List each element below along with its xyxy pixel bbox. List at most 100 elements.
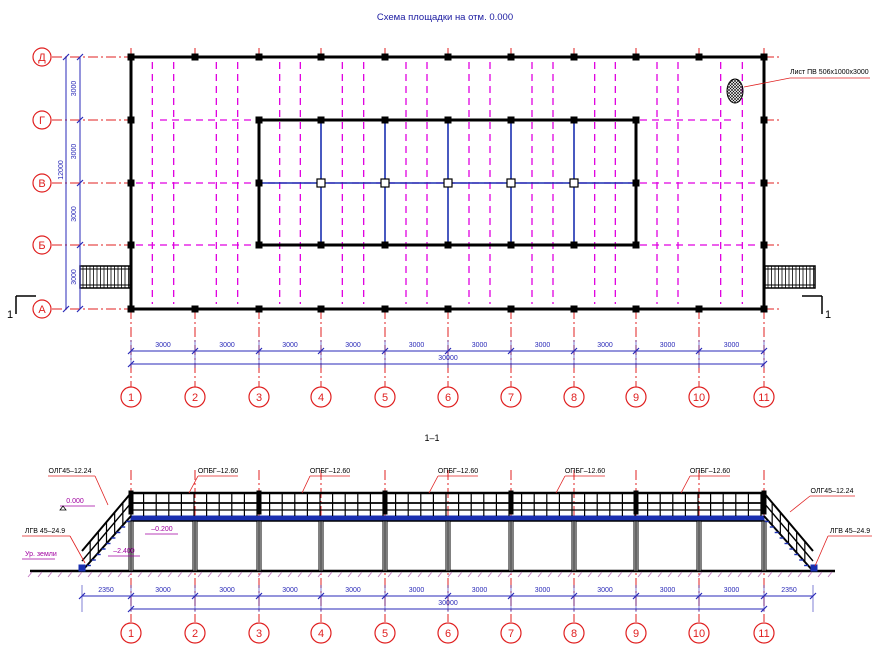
railing-label-0: ОПБГ–12.60: [198, 468, 238, 475]
ground-hatch: [217, 571, 223, 578]
column-mark: [381, 305, 389, 313]
ground-hatch: [327, 571, 333, 578]
ground-label: Ур. земли: [25, 551, 57, 558]
col-axis-4-circle: [374, 386, 396, 408]
column-mark: [570, 116, 578, 124]
dim-tick: [76, 305, 84, 313]
column-mark: [507, 241, 515, 249]
ground-hatch: [677, 571, 683, 578]
sec-col-dim-3: 3000: [345, 587, 361, 594]
col-axis-3-label: 4: [318, 392, 324, 404]
col-axis-1-label: 2: [192, 392, 198, 404]
railing-stanchion: [128, 490, 134, 515]
level-marker: [59, 505, 67, 511]
row-axis-3-label: Б: [38, 240, 45, 252]
ground-hatch: [437, 571, 443, 578]
ground-hatch: [87, 571, 93, 578]
column-mark: [191, 305, 199, 313]
column-mark: [760, 305, 768, 313]
ground-hatch: [47, 571, 53, 578]
row-axis-3-circle: [32, 235, 52, 255]
col-dim-4: 3000: [409, 342, 425, 349]
sec-col-dim-2: 3000: [282, 587, 298, 594]
ground-hatch: [207, 571, 213, 578]
col-axis-5-label: 6: [445, 392, 451, 404]
col-dim-0: 3000: [155, 342, 171, 349]
row-dim-3: 3000: [71, 269, 78, 285]
ground-hatch: [97, 571, 103, 578]
stair-left: [78, 492, 132, 572]
column-mark: [507, 116, 515, 124]
ground-hatch: [547, 571, 553, 578]
col-axis-4-label: 5: [382, 392, 388, 404]
ground-hatch: [487, 571, 493, 578]
column-mark: [317, 53, 325, 61]
railing-stanchion: [633, 490, 639, 515]
ground-hatch: [707, 571, 713, 578]
center-column: [443, 178, 453, 188]
center-column: [380, 178, 390, 188]
col-axis-10-circle: [753, 386, 775, 408]
stair-left-label: ОЛГ45–12.24: [49, 468, 92, 475]
sec-col-axis-7-label: 8: [571, 628, 577, 640]
column-mark: [632, 305, 640, 313]
column-mark: [507, 305, 515, 313]
leader-line: [743, 77, 791, 88]
col-axis-6-circle: [500, 386, 522, 408]
column-mark: [127, 53, 135, 61]
ground-hatch: [157, 571, 163, 578]
ground-hatch: [727, 571, 733, 578]
ground-hatch: [257, 571, 263, 578]
col-axis-2-label: 3: [256, 392, 262, 404]
column-mark: [570, 305, 578, 313]
ground-hatch: [587, 571, 593, 578]
ladder-left-label: ЛГВ 45–24.9: [25, 528, 65, 535]
column-mark: [444, 53, 452, 61]
dim-tick: [62, 53, 70, 61]
sec-col-dim-4: 3000: [409, 587, 425, 594]
ground-hatch: [337, 571, 343, 578]
row-axis-4-circle: [32, 299, 52, 319]
column-mark: [760, 53, 768, 61]
railing-label-4: ОПБГ–12.60: [690, 468, 730, 475]
ground-hatch: [297, 571, 303, 578]
level-mid: –0.200: [151, 526, 173, 533]
ground-hatch: [637, 571, 643, 578]
column-mark: [632, 241, 640, 249]
ground-hatch: [467, 571, 473, 578]
dim-tick: [76, 116, 84, 124]
leader-line: [69, 535, 86, 564]
stair-right-label: ОЛГ45–12.24: [811, 488, 854, 495]
ground-hatch: [567, 571, 573, 578]
column-mark: [760, 116, 768, 124]
section-title: 1–1: [424, 433, 439, 443]
ground-hatch: [797, 571, 803, 578]
sec-col-axis-3-circle: [310, 622, 332, 644]
sec-col-axis-2-circle: [248, 622, 270, 644]
railing-label-3: ОПБГ–12.60: [565, 468, 605, 475]
ground-hatch: [387, 571, 393, 578]
sec-col-axis-3-label: 4: [318, 628, 324, 640]
sec-col-axis-8-circle: [625, 622, 647, 644]
railing-stanchion: [256, 490, 262, 515]
column-mark: [127, 305, 135, 313]
column-mark: [695, 53, 703, 61]
col-dim-6: 3000: [535, 342, 551, 349]
sec-col-axis-4-circle: [374, 622, 396, 644]
column-mark: [255, 305, 263, 313]
sec-col-dim-9: 3000: [724, 587, 740, 594]
ground-hatch: [617, 571, 623, 578]
ground-hatch: [177, 571, 183, 578]
leader-line: [188, 475, 199, 494]
railing-stanchion: [508, 490, 514, 515]
ground-hatch: [507, 571, 513, 578]
dim-tick: [76, 179, 84, 187]
sec-col-total: 30000: [438, 600, 458, 607]
sec-col-axis-5-circle: [437, 622, 459, 644]
level-low: –2.400: [113, 548, 135, 555]
col-axis-7-circle: [563, 386, 585, 408]
stair-plan: [764, 265, 816, 289]
sec-col-axis-1-circle: [184, 622, 206, 644]
section-mark-right: 1: [825, 309, 831, 321]
